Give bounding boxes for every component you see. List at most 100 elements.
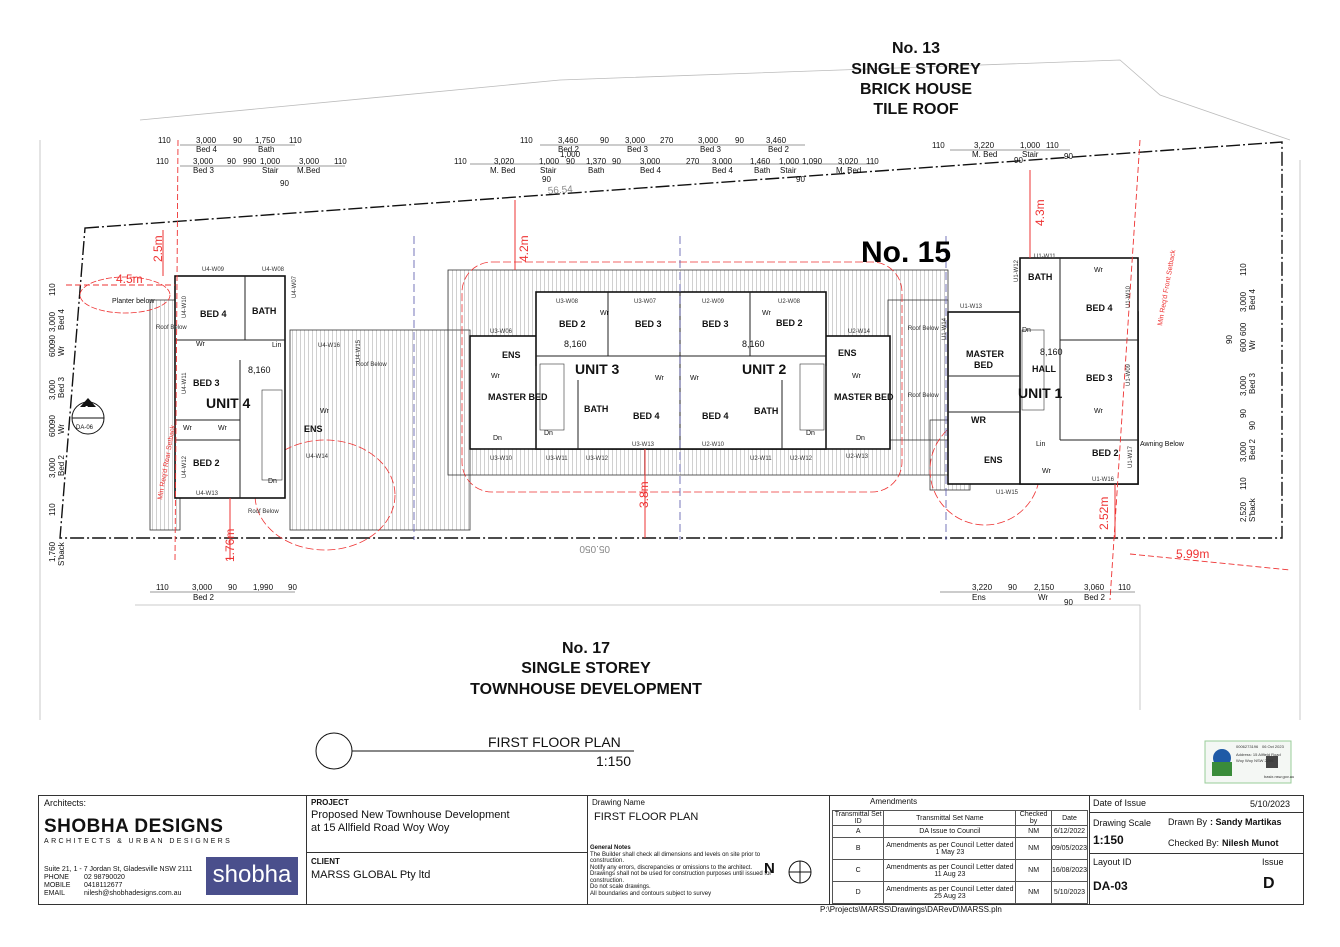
dim-right-0: 110 <box>1239 263 1248 276</box>
unit-1-label: UNIT 1 <box>1018 385 1063 401</box>
window-u4-w11: U4-W11 <box>182 372 188 394</box>
drawn-by: : Sandy Martikas <box>1210 817 1282 827</box>
email-label: EMAIL <box>44 890 66 897</box>
drawn-by-label: Drawn By <box>1168 817 1208 827</box>
amend-header-date: Date <box>1050 810 1089 826</box>
dim-tm2-7: 270 <box>686 157 700 166</box>
dim-tm2-4: 1,370 <box>586 157 607 166</box>
dim-tr-room-0: M. Bed <box>972 150 997 159</box>
dim-bl-2: 90 <box>228 583 237 592</box>
amend-c-name: Amendments as per Council Letter dated 1… <box>883 859 1017 882</box>
title-block <box>38 795 1304 905</box>
u3-dn-2-label: Dn <box>544 430 553 437</box>
dim-tl1-room-0: Bed 4 <box>196 145 217 154</box>
u1-dn-label: Dn <box>1022 327 1031 334</box>
u1-bed2-label: BED 2 <box>1092 448 1119 458</box>
dim-left-6: 3,000 <box>48 379 57 400</box>
client-label: CLIENT <box>311 857 340 866</box>
u2-wr-label: Wr <box>762 310 771 317</box>
setback-1-76m: 1.76m <box>223 529 237 562</box>
window-u1-w14: U1-W14 <box>942 317 948 340</box>
dim-bl-0: 110 <box>156 583 169 592</box>
dim-tm2-0: 110 <box>454 157 467 166</box>
layout-id-label: Layout ID <box>1093 857 1132 867</box>
min-front-setback-label: Min Req'd Front Setback <box>1157 249 1177 326</box>
drawing-name: FIRST FLOOR PLAN <box>594 811 699 823</box>
issue-label: Issue <box>1262 857 1284 867</box>
dim-left-10: Wr <box>57 424 66 434</box>
u3-wr-2-label: Wr <box>491 373 500 380</box>
general-note-3: Drawings shall not be used for construct… <box>590 871 772 877</box>
dim-left-7: Bed 3 <box>57 377 66 398</box>
amend-b-id: B <box>831 837 885 860</box>
file-path: P:\Projects\MARSS\Drawings\DARevD\MARSS.… <box>820 905 1002 914</box>
dim-tr-5: 90 <box>1064 152 1073 161</box>
u4-lin-label: Lin <box>272 342 281 349</box>
dim-tl2-1: 3,000 <box>193 157 214 166</box>
u1-ens-label: ENS <box>984 455 1003 465</box>
phone-value: 02 98790020 <box>84 874 125 881</box>
u4-wr-2-label: Wr <box>183 425 192 432</box>
u3-master-bed-label: MASTER BED <box>488 392 548 402</box>
setback-5-99m: 5.99m <box>1176 547 1209 561</box>
dim-tm2-room-2: Bath <box>588 166 604 175</box>
u3-bed2-label: BED 2 <box>559 319 586 329</box>
general-notes-title: General Notes <box>590 845 631 851</box>
dim-right-4: 90 <box>1225 335 1234 344</box>
dim-left-12: Bed 2 <box>57 455 66 476</box>
u2-wr-2-label: Wr <box>690 375 699 382</box>
dim-bl-4: 90 <box>288 583 297 592</box>
drawing-scale: 1:150 <box>1093 833 1124 847</box>
u2-master-bed-label: MASTER BED <box>834 392 894 402</box>
u2-bed3-label: BED 3 <box>702 319 729 329</box>
cert-date: 06 Oct 2023 <box>1262 744 1285 749</box>
u1-bed4-label: BED 4 <box>1086 303 1113 313</box>
general-note-6: All boundaries and contours subject to s… <box>590 890 712 897</box>
window-u3-w11: U3-W11 <box>546 456 568 462</box>
general-note-5: Do not scale drawings. <box>590 884 651 890</box>
checked-by: Nilesh Munot <box>1222 838 1279 848</box>
setback-3-8m: 3.8m <box>637 481 651 508</box>
u1-bath-label: BATH <box>1028 272 1052 282</box>
window-u2-w13: U2-W13 <box>846 454 869 460</box>
dim-tm2-2: 1,000 <box>539 157 560 166</box>
u3-wr-label: Wr <box>600 310 609 317</box>
dim-bl-room-0: Bed 2 <box>193 593 214 602</box>
firm-name: SHOBHA DESIGNS <box>44 816 224 837</box>
window-u2-w09: U2-W09 <box>702 299 725 305</box>
dim-tm1-1: 90 <box>600 136 609 145</box>
dim-tl2-0: 110 <box>156 157 169 166</box>
dim-tl1-1: 3,000 <box>196 136 217 145</box>
window-u2-w10: U2-W10 <box>702 442 725 448</box>
site-label: No. 15 <box>861 236 951 269</box>
cert-site: basix.nsw.gov.au <box>1264 774 1294 779</box>
mobile-label: MOBILE <box>44 882 71 889</box>
dim-left-9: 600 <box>48 423 57 437</box>
window-u2-w14: U2-W14 <box>848 329 871 335</box>
u4-ens-label: ENS <box>304 424 323 434</box>
section-ref: DA-06 <box>76 425 94 431</box>
setback-4-5m: 4.5m <box>116 272 143 286</box>
dim-tm1-6: 3,460 <box>766 136 787 145</box>
site-boundary <box>59 141 1283 539</box>
window-u1-w09: U1-W09 <box>1126 363 1132 386</box>
dim-tl2-6: 110 <box>334 157 347 166</box>
firm-subtitle: ARCHITECTS & URBAN DESIGNERS <box>44 838 233 845</box>
dim-tl2-room-1: Stair <box>262 166 279 175</box>
dim-right-2: Bed 4 <box>1248 289 1257 310</box>
window-u3-w06: U3-W06 <box>490 329 513 335</box>
window-u4-w16: U4-W16 <box>318 343 341 349</box>
dim-bl-1: 3,000 <box>192 583 213 592</box>
dim-tm2-13: 110 <box>866 157 879 166</box>
u3-wr-3-label: Wr <box>655 375 664 382</box>
tb-divider-5 <box>306 852 587 853</box>
dim-right-6: Wr <box>1248 340 1257 350</box>
u1-wr-3-label: Wr <box>1042 468 1051 475</box>
u4-level: 8,160 <box>248 365 271 375</box>
south-neighbour-line-3: TOWNHOUSE DEVELOPMENT <box>470 681 702 698</box>
general-note-2: Notify any errors, discrepancies or omis… <box>590 864 753 871</box>
window-u4-w10: U4-W10 <box>182 295 188 318</box>
dim-right-13: 110 <box>1239 477 1248 490</box>
window-u3-w13: U3-W13 <box>632 442 655 448</box>
dim-tr-3: 110 <box>1046 141 1059 150</box>
